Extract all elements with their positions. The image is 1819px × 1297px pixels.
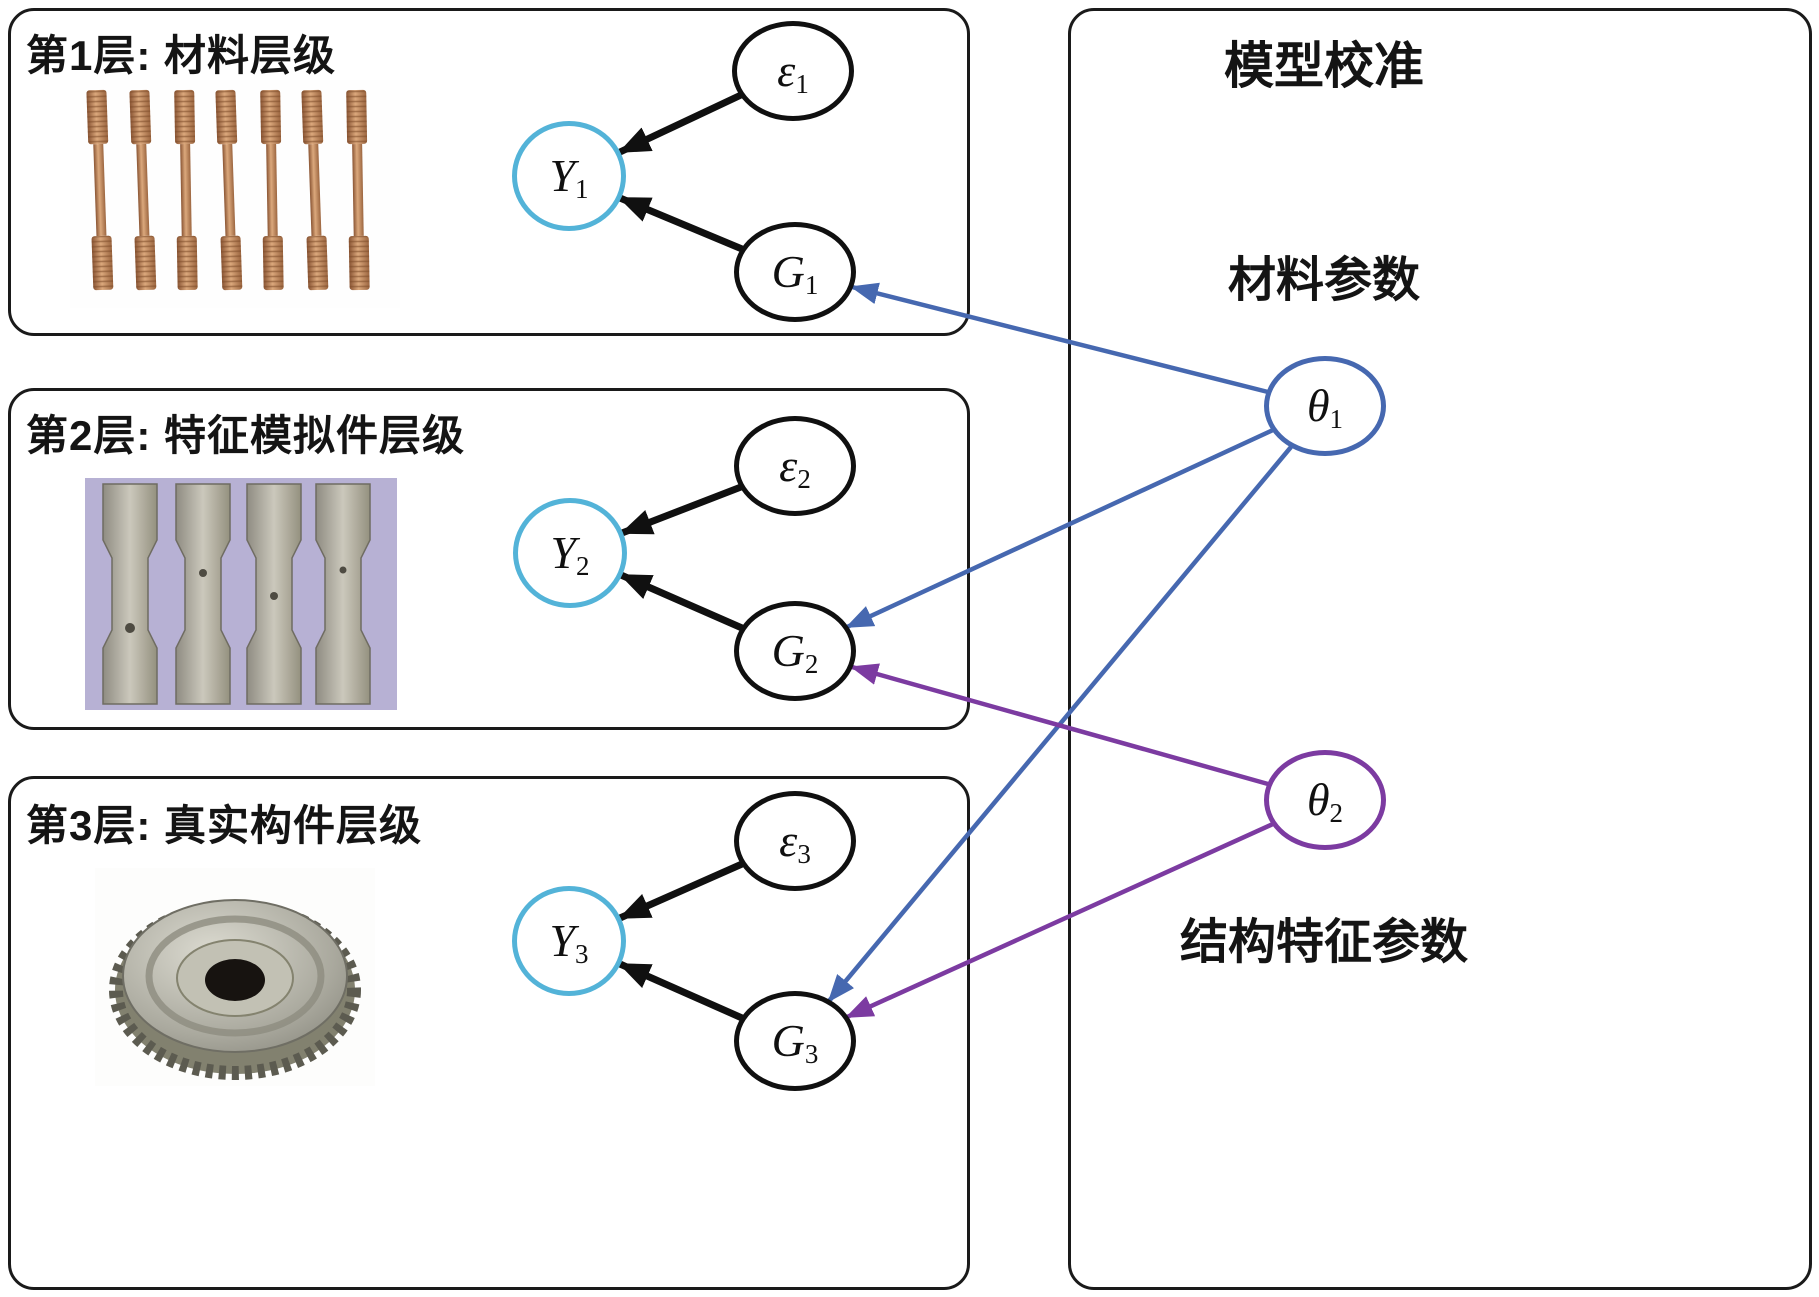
node-y2-subscript: 2: [576, 550, 590, 581]
layer3-title: 第3层: 真实构件层级: [26, 802, 423, 849]
node-epsilon3-subscript: 3: [797, 838, 811, 869]
layer1-title: 第1层: 材料层级: [26, 32, 337, 79]
tensile-rod-specimens-photo: [70, 80, 400, 308]
node-y3-subscript: 3: [575, 938, 589, 969]
node-y1-symbol: Y: [549, 150, 576, 201]
node-theta2-symbol: θ: [1306, 774, 1330, 825]
calibration-frame: [1068, 8, 1812, 1290]
node-epsilon3-symbol: ε: [779, 815, 798, 866]
node-epsilon1-symbol: ε: [777, 45, 796, 96]
structure-parameters-label: 结构特征参数: [1179, 916, 1468, 969]
node-theta2-subscript: 2: [1329, 797, 1344, 828]
flat-dogbone-specimens-photo: [85, 478, 397, 710]
node-g1-subscript: 1: [804, 269, 819, 300]
node-g3-symbol: G: [771, 1015, 805, 1066]
flat-dogbone-specimens-illustration: [85, 478, 397, 710]
node-g2-symbol: G: [771, 625, 805, 676]
calibration-title: 模型校准: [1224, 38, 1424, 94]
node-g1-symbol: G: [771, 246, 805, 297]
tensile-rod-specimens-illustration: [70, 80, 400, 308]
gear-disc-component-illustration: [95, 868, 375, 1086]
node-g3-subscript: 3: [804, 1038, 819, 1069]
node-theta1-subscript: 1: [1329, 403, 1344, 434]
material-parameters-label: 材料参数: [1227, 254, 1420, 307]
node-y2-symbol: Y: [550, 527, 577, 578]
node-epsilon1-subscript: 1: [795, 68, 809, 99]
node-y3-symbol: Y: [549, 915, 576, 966]
node-epsilon2-symbol: ε: [779, 440, 798, 491]
node-theta1-symbol: θ: [1306, 380, 1330, 431]
layer2-title: 第2层: 特征模拟件层级: [26, 412, 466, 459]
node-g2-subscript: 2: [804, 648, 819, 679]
node-epsilon2-subscript: 2: [797, 463, 811, 494]
node-y1-subscript: 1: [575, 173, 589, 204]
gear-disc-component-photo: [95, 868, 375, 1086]
